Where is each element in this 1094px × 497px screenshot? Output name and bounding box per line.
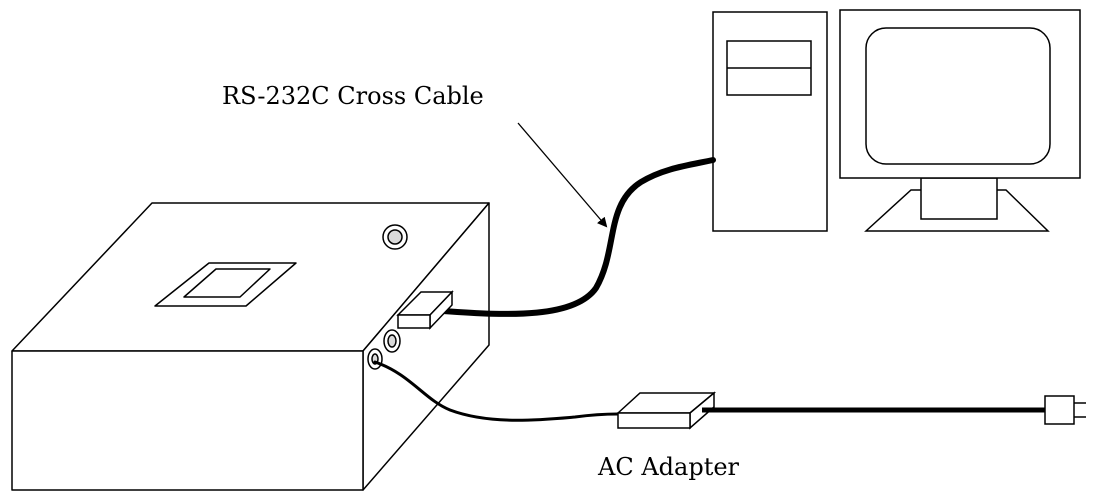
cable-label: RS-232C Cross Cable [222, 82, 484, 110]
ac-plug [1044, 395, 1086, 425]
adapter-body [616, 391, 717, 430]
tower-pc [712, 11, 828, 232]
round-connector [383, 329, 401, 353]
box-front-face [11, 350, 364, 491]
drive-bays [726, 40, 812, 96]
ac-adapter [373, 360, 1086, 430]
rs232c-cable [396, 157, 716, 330]
cable-label-arrow [517, 122, 608, 228]
power-jack [367, 348, 383, 370]
led-indicator [382, 224, 408, 250]
monitor-neck [920, 177, 998, 220]
monitor-screen [865, 27, 1051, 165]
adapter-label: AC Adapter [598, 453, 740, 481]
serial-connector [396, 290, 454, 330]
dc-cord [373, 360, 620, 422]
display-window [154, 262, 297, 307]
monitor [839, 9, 1081, 232]
main-unit-box [11, 202, 490, 491]
